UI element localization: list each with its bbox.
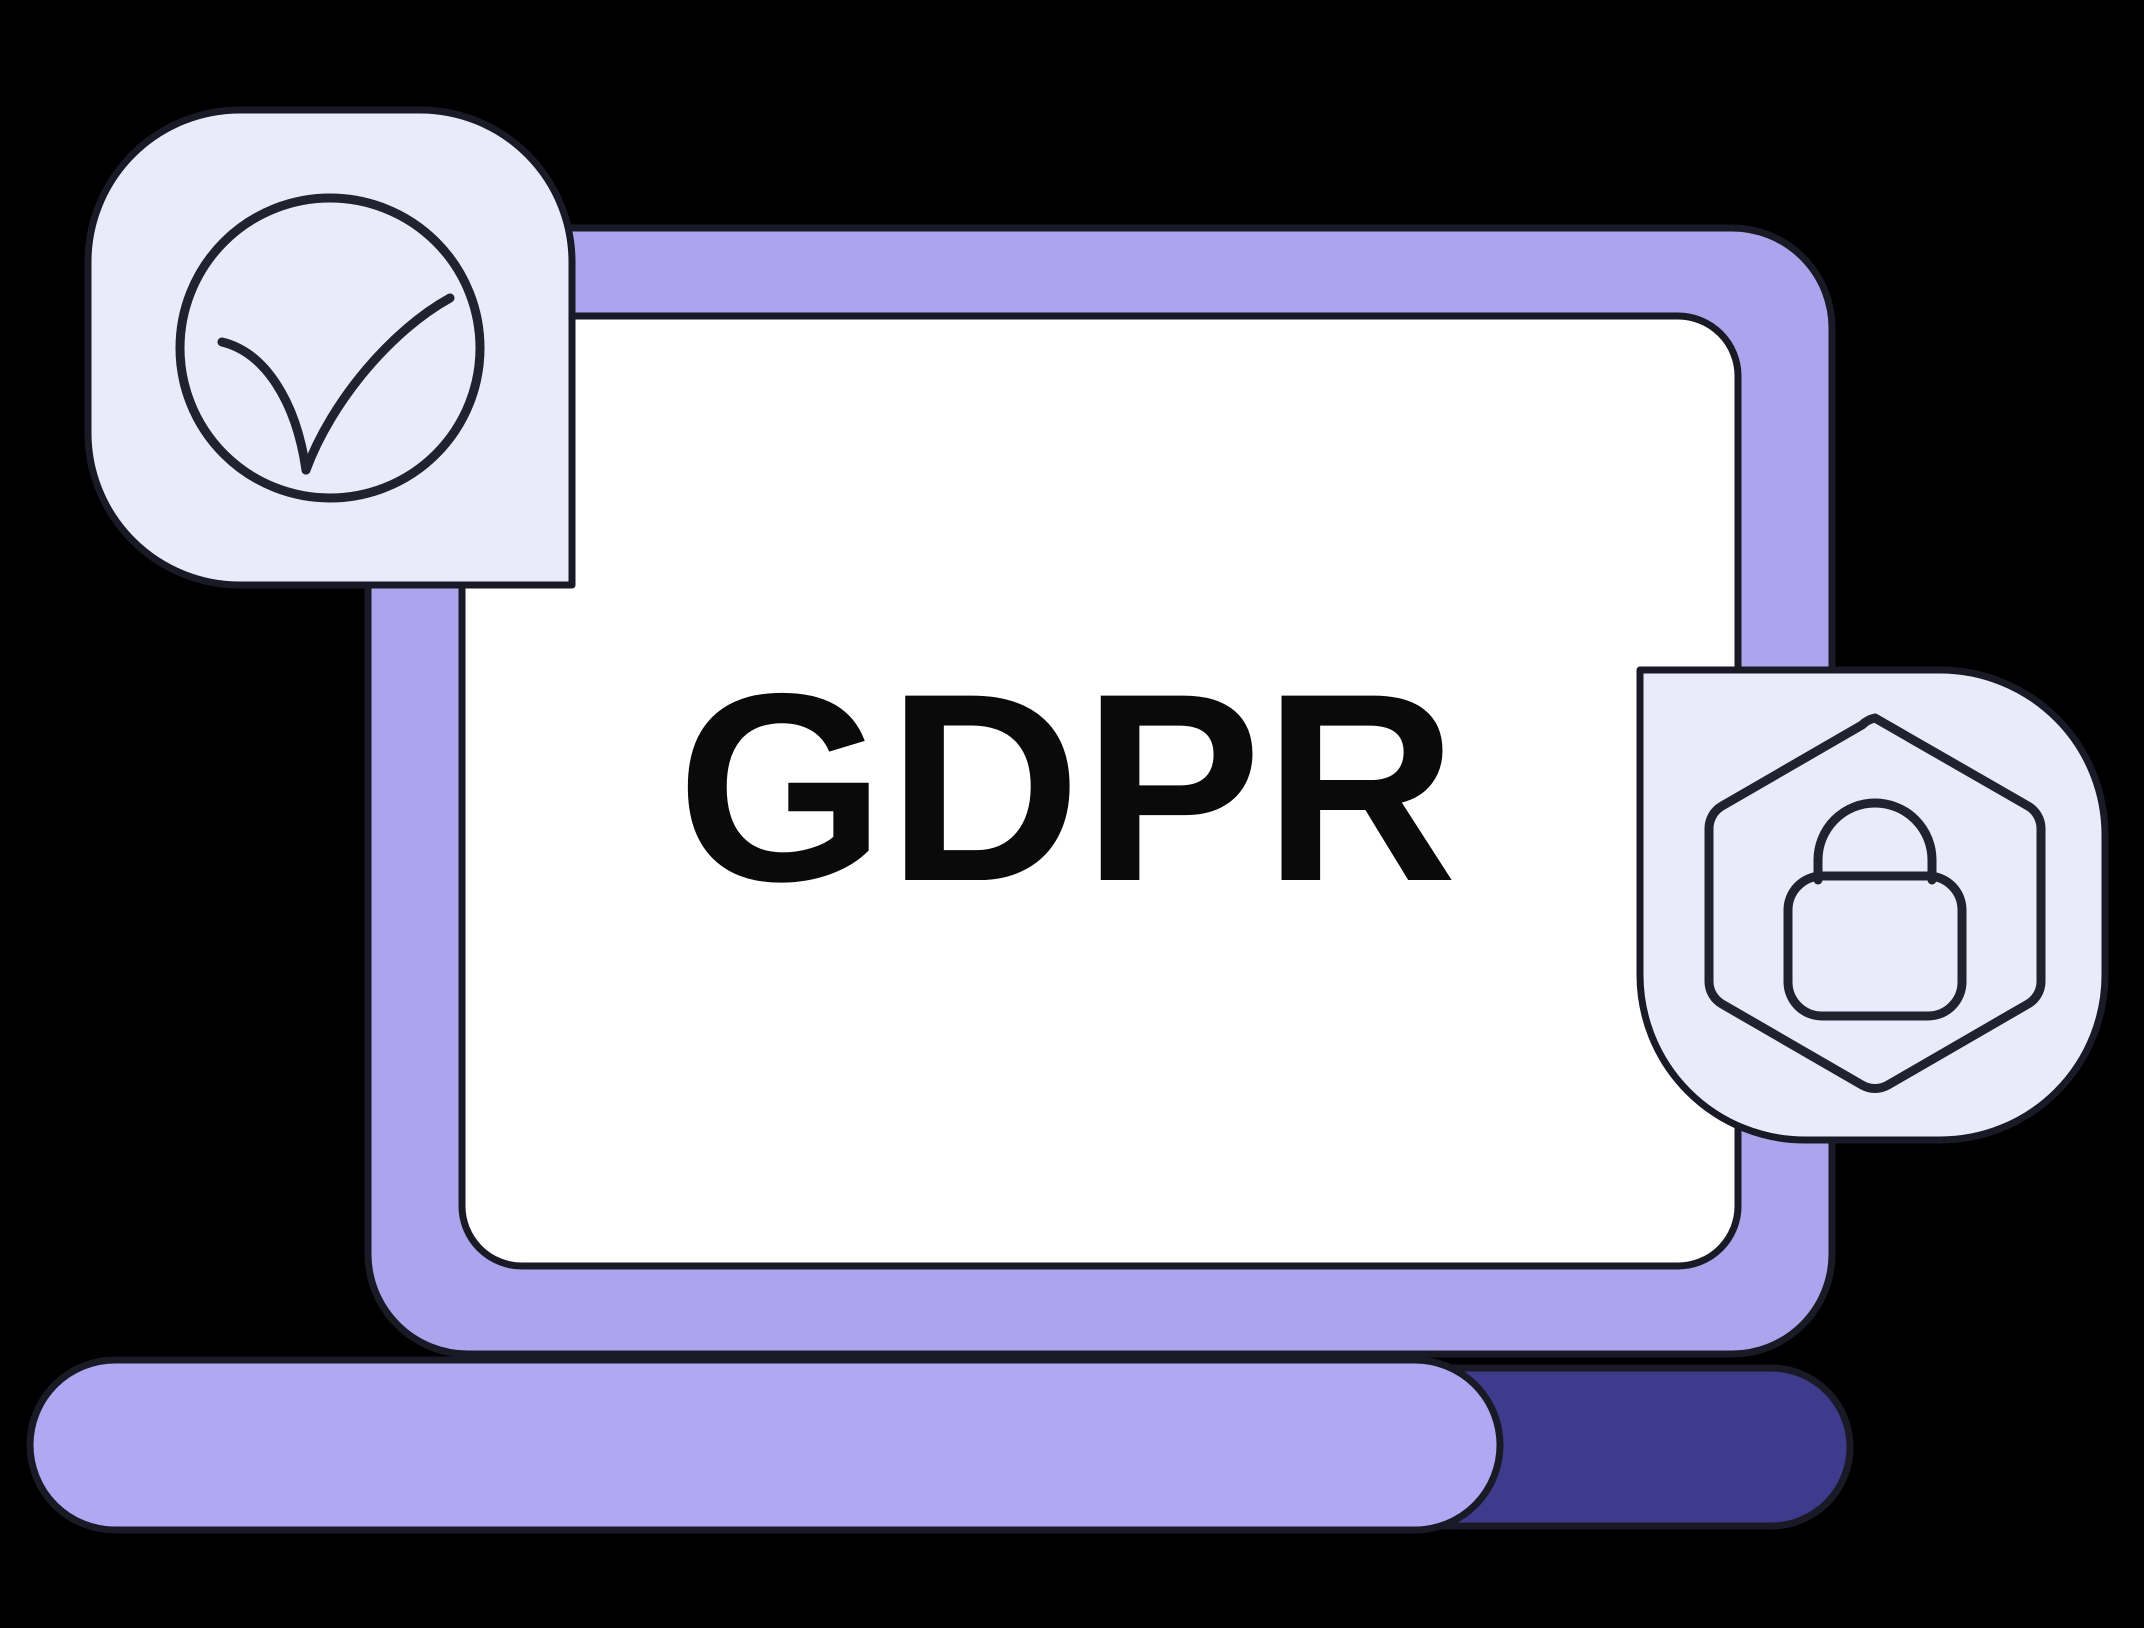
shield-hexagon-icon [1704, 713, 2046, 1093]
screen-text-gdpr: GDPR [677, 637, 1459, 937]
security-badge [1636, 666, 2109, 1144]
verified-badge [84, 106, 576, 589]
check-circle-icon [175, 193, 485, 503]
padlock-icon [1783, 798, 1967, 1021]
laptop-base-front [26, 1356, 1504, 1534]
